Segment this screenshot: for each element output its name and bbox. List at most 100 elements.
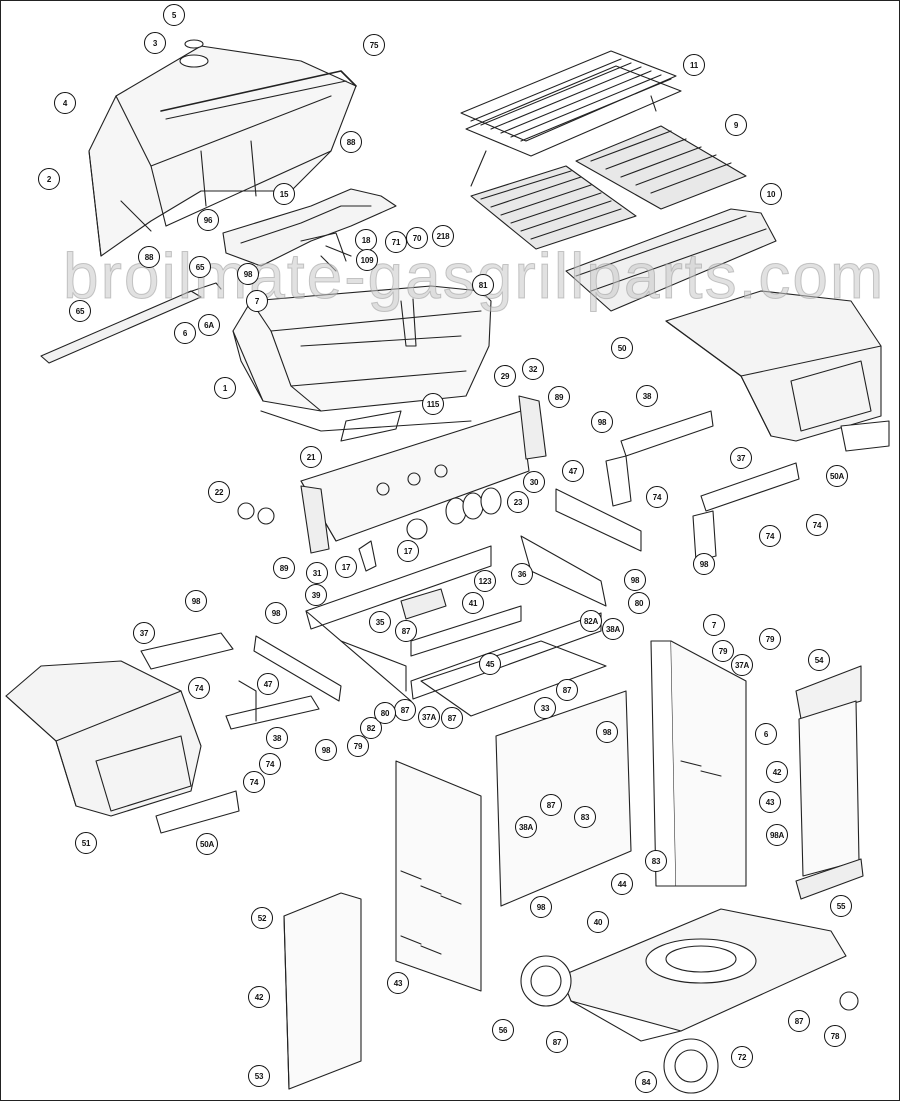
callout-7-top: 7 (246, 290, 268, 312)
callout-44: 44 (611, 873, 633, 895)
callout-98-left-lower: 98 (315, 739, 337, 761)
callout-74-right-b: 74 (759, 525, 781, 547)
callout-88: 88 (340, 131, 362, 153)
callout-30: 30 (523, 471, 545, 493)
callout-74-right-a: 74 (646, 486, 668, 508)
callout-87-door: 87 (540, 794, 562, 816)
callout-87-left: 87 (441, 707, 463, 729)
callout-10: 10 (760, 183, 782, 205)
callout-82A: 82A (580, 610, 602, 632)
callout-98-frame-right: 98 (624, 569, 646, 591)
callout-5: 5 (163, 4, 185, 26)
callout-98-door-lower: 98 (530, 896, 552, 918)
callout-98-top: 98 (237, 263, 259, 285)
callout-81: 81 (472, 274, 494, 296)
callout-55: 55 (830, 895, 852, 917)
callout-70: 70 (406, 227, 428, 249)
callout-79-left: 79 (347, 735, 369, 757)
callout-87-frame-c: 87 (394, 699, 416, 721)
side-shelf-left-drawing (5, 660, 240, 834)
callout-89-lower: 89 (273, 557, 295, 579)
callout-71: 71 (385, 231, 407, 253)
callout-74-left-c: 74 (243, 771, 265, 793)
callout-42-left: 42 (248, 986, 270, 1008)
callout-84: 84 (635, 1071, 657, 1093)
cooking-grates-drawing (470, 125, 747, 250)
callout-80-left: 80 (374, 702, 396, 724)
callout-83-door: 83 (574, 806, 596, 828)
callout-65-tube: 65 (69, 300, 91, 322)
callout-38-left: 38 (266, 727, 288, 749)
cart-base-drawing (520, 908, 859, 1094)
cabinet-panels-drawing (283, 640, 864, 1090)
burner-drawing (222, 188, 397, 272)
callout-98-door: 98 (596, 721, 618, 743)
callout-6: 6 (174, 322, 196, 344)
callout-80-right: 80 (628, 592, 650, 614)
callout-4: 4 (54, 92, 76, 114)
callout-109: 109 (356, 249, 378, 271)
callout-35: 35 (369, 611, 391, 633)
callout-53: 53 (248, 1065, 270, 1087)
callout-31: 31 (306, 562, 328, 584)
callout-50: 50 (611, 337, 633, 359)
callout-50A-left: 50A (196, 833, 218, 855)
callout-9: 9 (725, 114, 747, 136)
callout-218: 218 (432, 225, 454, 247)
callout-33: 33 (534, 697, 556, 719)
callout-96: 96 (197, 209, 219, 231)
callout-39: 39 (305, 584, 327, 606)
callout-23: 23 (507, 491, 529, 513)
callout-98-left-upper: 98 (185, 590, 207, 612)
callout-78: 78 (824, 1025, 846, 1047)
lid-drawing (88, 39, 357, 257)
callout-98A: 98A (766, 824, 788, 846)
callout-22: 22 (208, 481, 230, 503)
callout-17-left: 17 (335, 556, 357, 578)
callout-21: 21 (300, 446, 322, 468)
callout-18: 18 (355, 229, 377, 251)
callout-38A-door: 38A (515, 816, 537, 838)
callout-79-right-b: 79 (759, 628, 781, 650)
callout-87-base-left: 87 (546, 1031, 568, 1053)
callout-88-lower: 88 (138, 246, 160, 268)
callout-2: 2 (38, 168, 60, 190)
callout-11: 11 (683, 54, 705, 76)
callout-6A: 6A (198, 314, 220, 336)
warming-rack-drawing (460, 50, 682, 187)
callout-37-left: 37 (133, 622, 155, 644)
callout-40: 40 (587, 911, 609, 933)
callout-79-right-a: 79 (712, 640, 734, 662)
callout-32: 32 (522, 358, 544, 380)
side-shelf-right-drawing (665, 290, 890, 452)
callout-36: 36 (511, 563, 533, 585)
heat-tents-drawing (565, 208, 777, 312)
crossover-tube-drawing (40, 282, 222, 364)
callout-87-base-right: 87 (788, 1010, 810, 1032)
callout-37A-left: 37A (418, 706, 440, 728)
callout-45: 45 (479, 653, 501, 675)
callout-74-left-a: 74 (188, 677, 210, 699)
callout-74-right-c: 74 (806, 514, 828, 536)
callout-17-right: 17 (397, 540, 419, 562)
callout-87-frame-a: 87 (395, 620, 417, 642)
callout-123: 123 (474, 570, 496, 592)
callout-38A-right: 38A (602, 618, 624, 640)
callout-41: 41 (462, 592, 484, 614)
callout-87-frame-b: 87 (556, 679, 578, 701)
callout-65: 65 (189, 256, 211, 278)
callout-98-right-upper: 98 (591, 411, 613, 433)
callout-6-right: 6 (755, 723, 777, 745)
callout-72: 72 (731, 1046, 753, 1068)
callout-52: 52 (251, 907, 273, 929)
callout-42-right: 42 (766, 761, 788, 783)
callout-38-right: 38 (636, 385, 658, 407)
brackets-right-drawing (555, 410, 800, 562)
shelf-frame-left-drawing (140, 632, 342, 730)
firebox-drawing (232, 285, 492, 432)
callout-43-left: 43 (387, 972, 409, 994)
callout-74-left-b: 74 (259, 753, 281, 775)
callout-37-right: 37 (730, 447, 752, 469)
